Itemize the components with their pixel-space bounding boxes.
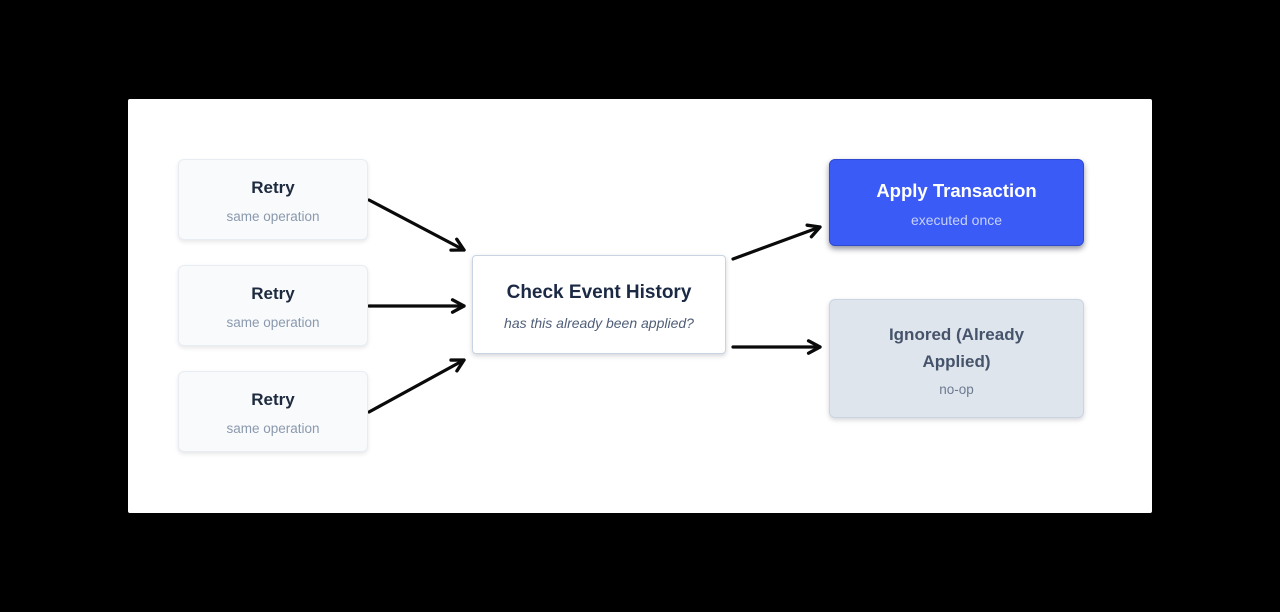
node-check-title: Check Event History bbox=[506, 282, 692, 304]
node-ignored-already-applied[interactable]: Ignored (Already Applied) no-op bbox=[829, 299, 1084, 418]
node-retry-2-title: Retry bbox=[251, 284, 295, 304]
node-retry-1-subtitle: same operation bbox=[226, 208, 320, 224]
node-retry-1[interactable]: Retry same operation bbox=[178, 159, 368, 240]
node-retry-3[interactable]: Retry same operation bbox=[178, 371, 368, 452]
node-retry-3-subtitle: same operation bbox=[226, 420, 320, 436]
edges-layer bbox=[367, 198, 822, 414]
edge-check-to-apply bbox=[731, 223, 822, 261]
node-apply-title: Apply Transaction bbox=[876, 179, 1037, 201]
node-ignored-title: Ignored (Already Applied) bbox=[888, 324, 1025, 371]
edge-retry1-to-check bbox=[367, 198, 466, 252]
node-check-event-history[interactable]: Check Event History has this already bee… bbox=[472, 255, 726, 354]
node-retry-2[interactable]: Retry same operation bbox=[178, 265, 368, 346]
edge-retry3-to-check bbox=[367, 358, 466, 414]
node-apply-subtitle: executed once bbox=[910, 212, 1003, 229]
node-retry-1-title: Retry bbox=[251, 178, 295, 198]
node-apply-transaction[interactable]: Apply Transaction executed once bbox=[829, 159, 1084, 246]
node-retry-3-title: Retry bbox=[251, 390, 295, 410]
diagram-canvas: Retry same operation Retry same operatio… bbox=[128, 99, 1152, 513]
node-retry-2-subtitle: same operation bbox=[226, 314, 320, 330]
node-check-subtitle: has this already been applied? bbox=[504, 314, 694, 331]
node-ignored-subtitle: no-op bbox=[939, 381, 974, 397]
